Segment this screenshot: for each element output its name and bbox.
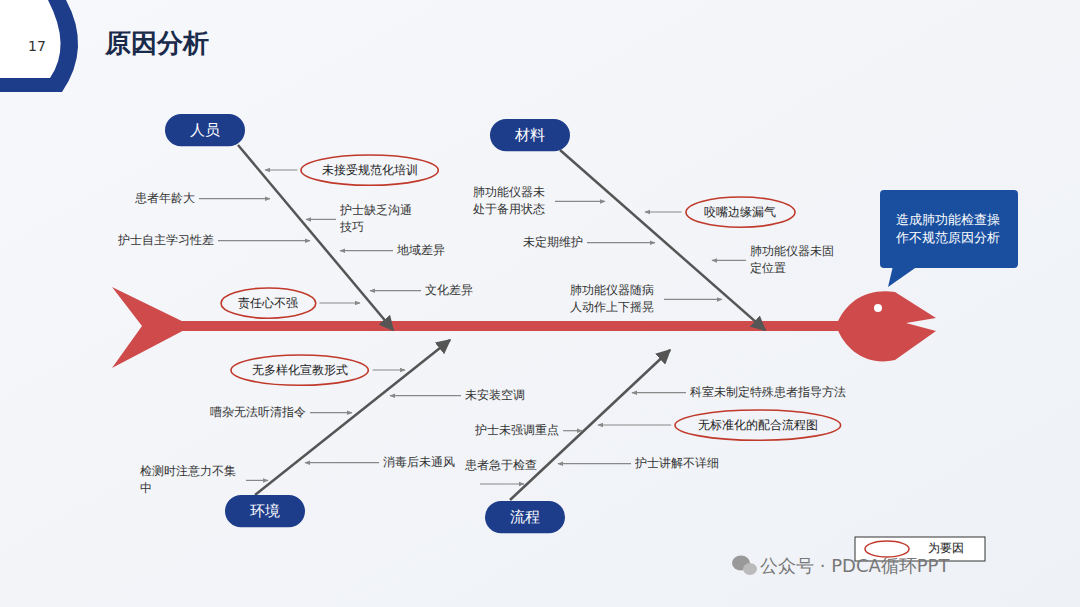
leader-arrow [558, 463, 631, 464]
node-text: 造成肺功能检查操作不规范原因分析 [896, 211, 1002, 246]
leader-arrow [563, 430, 582, 431]
category-oval: 流程 [485, 501, 565, 533]
header-panel [0, 0, 61, 78]
leader-arrow [340, 250, 393, 251]
node-text: 环境 [250, 501, 280, 521]
bubble-fill [880, 190, 1018, 268]
watermark: 公众号 · PDCA循环PPT [760, 553, 949, 579]
cause-label: 患者年龄大 [135, 190, 195, 207]
leader-arrow [246, 480, 268, 481]
cause-label: 消毒后未通风 [383, 454, 455, 471]
leader-arrow [390, 395, 461, 396]
category-oval: 材料 [490, 119, 570, 151]
bubble-tail [888, 266, 918, 287]
legend-sample [865, 541, 909, 557]
leader-arrow [218, 240, 310, 241]
leader-arrow [370, 290, 421, 291]
node-text: 材料 [515, 125, 545, 145]
cause-label: 护士缺乏沟通技巧 [340, 202, 418, 237]
leader-arrow [199, 198, 270, 199]
node-text: 未接受规范化培训 [322, 162, 418, 178]
key-cause-ellipse: 未接受规范化培训 [300, 154, 439, 186]
key-cause-ring [686, 197, 795, 227]
cause-label: 患者急于检查 [465, 457, 537, 474]
node-text: 无标准化的配合流程图 [698, 417, 818, 433]
leader-arrow [373, 369, 405, 370]
leader-arrow [598, 424, 671, 425]
key-cause-ring [301, 155, 438, 185]
leader-arrow [632, 392, 686, 393]
leader-arrow [587, 242, 655, 243]
key-cause-ellipse: 责任心不强 [220, 287, 317, 319]
node-text: 无多样化宣教形式 [252, 362, 348, 378]
leader-arrow [310, 412, 352, 413]
oval-fill [165, 114, 245, 146]
cause-label: 文化差异 [425, 282, 473, 299]
leader-arrow [265, 169, 297, 170]
cause-label: 未安装空调 [465, 387, 525, 404]
key-cause-ring [231, 355, 368, 385]
leader-arrow [319, 302, 360, 303]
page-number: 17 [28, 36, 46, 56]
cause-label: 护士未强调重点 [475, 422, 559, 439]
node-text: 咬嘴边缘漏气 [704, 204, 776, 220]
leader-arrow [645, 211, 682, 212]
cause-label: 检测时注意力不集中 [140, 463, 242, 498]
key-cause-ellipse: 无多样化宣教形式 [230, 354, 369, 386]
node-text: 人员 [190, 120, 220, 140]
slide-title: 原因分析 [105, 28, 209, 59]
cause-label: 嘈杂无法听清指令 [210, 404, 306, 421]
cause-label: 护士自主学习性差 [118, 232, 214, 249]
node-text: 流程 [510, 507, 540, 527]
leader-arrow [305, 462, 379, 463]
cause-label: 肺功能仪器未固定位置 [750, 243, 840, 278]
fish-spine [150, 321, 850, 331]
key-cause-ring [221, 288, 316, 318]
wechat-icon [732, 556, 757, 576]
key-cause-ellipse: 咬嘴边缘漏气 [685, 196, 796, 228]
node-text: 责任心不强 [238, 295, 298, 311]
oval-fill [485, 501, 565, 533]
leader-arrow [712, 260, 746, 261]
oval-fill [490, 119, 570, 151]
category-oval: 人员 [165, 114, 245, 146]
leader-arrow [480, 483, 524, 484]
cause-label: 地域差异 [397, 242, 445, 259]
cause-label: 科室未制定特殊患者指导方法 [690, 384, 846, 401]
cause-label: 未定期维护 [523, 234, 583, 251]
cause-label: 肺功能仪器随病人动作上下摇晃 [570, 282, 660, 317]
leader-arrow [555, 201, 605, 202]
legend-text: 为要因 [928, 540, 964, 557]
leader-arrow [664, 299, 722, 300]
fish-head [836, 291, 936, 361]
fish-eye [874, 304, 882, 312]
header-band [0, 0, 78, 92]
node-outline [880, 190, 1018, 268]
cause-label: 护士讲解不详细 [635, 455, 719, 472]
effect-callout: 造成肺功能检查操作不规范原因分析 [880, 190, 1018, 268]
cause-label: 肺功能仪器未处于备用状态 [473, 184, 551, 219]
bone-line [560, 150, 765, 330]
oval-fill [225, 495, 305, 527]
category-oval: 环境 [225, 495, 305, 527]
leader-arrow [306, 219, 336, 220]
icon-bubble [743, 563, 757, 575]
key-cause-ring [675, 410, 841, 440]
key-cause-ellipse: 无标准化的配合流程图 [674, 409, 842, 441]
